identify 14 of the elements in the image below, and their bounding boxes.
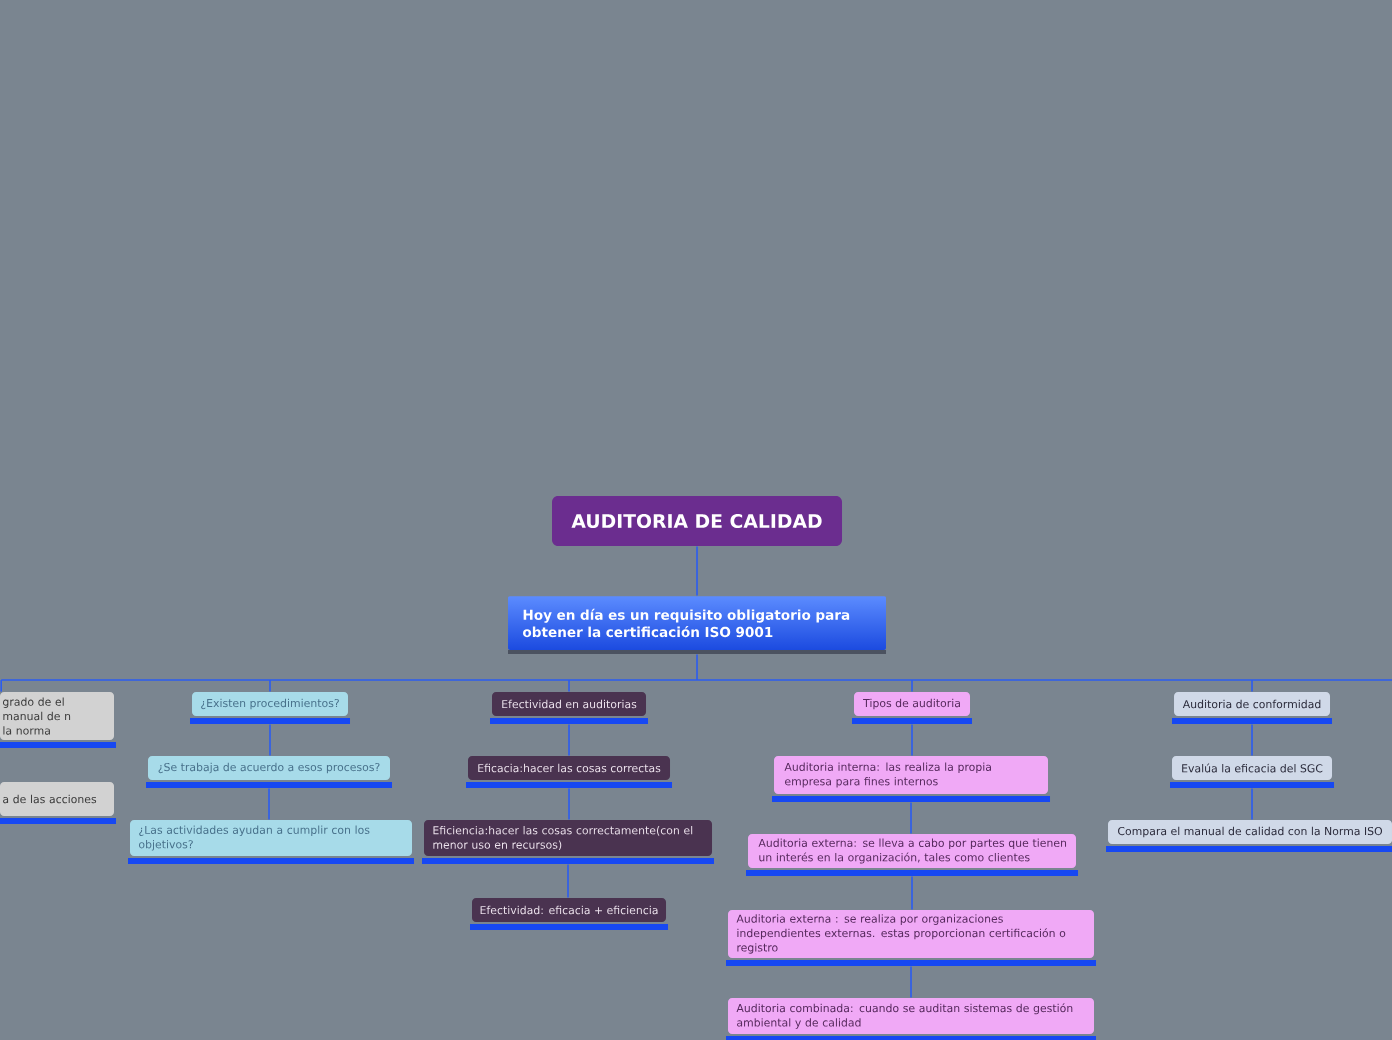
central-topic-box: AUDITORIA DE CALIDAD xyxy=(552,496,842,546)
connector-line xyxy=(268,787,270,821)
connector-line xyxy=(568,787,570,821)
connector-line xyxy=(1251,723,1253,757)
connector-line xyxy=(696,545,698,597)
connector-line xyxy=(1251,787,1253,821)
connector-line xyxy=(911,875,913,911)
connector-line xyxy=(0,653,1392,693)
connector-line xyxy=(910,965,912,999)
connector-line xyxy=(567,863,569,899)
connector-line xyxy=(911,723,913,757)
connector-line xyxy=(269,723,271,757)
connector-line xyxy=(568,723,570,757)
connector-line xyxy=(910,801,912,835)
